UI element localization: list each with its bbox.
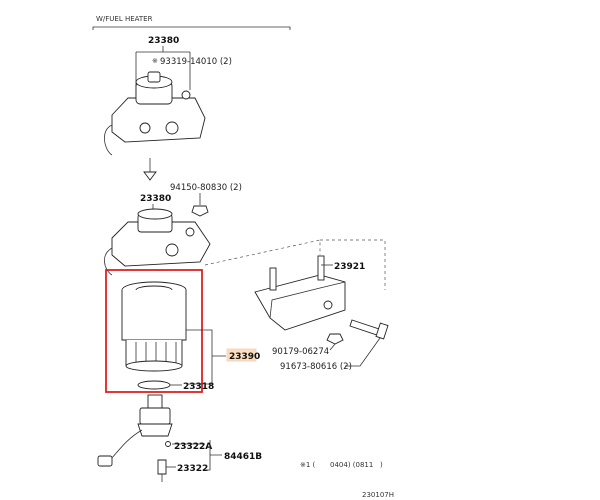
leader-23390 (186, 329, 226, 385)
part-label-90179-06274[interactable]: 90179-06274 (272, 347, 329, 357)
leader-84461B (205, 440, 222, 471)
part-label-23921[interactable]: 23921 (334, 262, 365, 272)
leader-91673 (345, 337, 381, 367)
fuel-filter-element[interactable] (121, 281, 187, 372)
part-label-94150-80830[interactable]: 94150-80830 (2) (170, 183, 242, 193)
footnote-mark: ※1 ( (300, 461, 316, 469)
filter-head-upper (104, 71, 206, 156)
part-label-23390[interactable]: 23390 (229, 352, 260, 362)
leader-23380-top (135, 46, 191, 110)
part-label-23322A[interactable]: 23322A (174, 442, 212, 452)
part-label-23322[interactable]: 23322 (177, 464, 208, 474)
mark-93319: ※ (152, 57, 158, 65)
figure-id: 230107H (362, 491, 394, 499)
o-ring[interactable] (137, 380, 171, 390)
highlight-box (105, 269, 203, 393)
nut-90179-icon (326, 333, 344, 345)
sensor-housing (97, 394, 173, 482)
footnote-text: 0404) (0811 (330, 461, 373, 469)
label-highlight (226, 348, 257, 362)
part-label-91673-80616[interactable]: 91673-80616 (2) (280, 362, 352, 372)
part-label-93319-14010[interactable]: 93319-14010 (2) (160, 57, 232, 67)
bracket-23921 (254, 255, 346, 331)
dashed-leader-right (320, 239, 386, 290)
footnote-close: ) (380, 461, 383, 469)
part-label-23380-mid[interactable]: 23380 (140, 194, 171, 204)
variant-bracket: W/FUEL HEATER (92, 15, 291, 30)
dashed-leader (204, 239, 321, 266)
bolt-91673-icon (349, 319, 389, 340)
bolt-icon (191, 205, 209, 217)
filter-head-middle (104, 208, 211, 276)
part-label-23380-top[interactable]: 23380 (148, 36, 179, 46)
variant-label: W/FUEL HEATER (96, 15, 153, 23)
arrow-down-icon (143, 158, 157, 181)
part-label-84461B[interactable]: 84461B (224, 452, 262, 462)
leader-90179 (329, 343, 336, 351)
part-label-23318[interactable]: 23318 (183, 382, 214, 392)
